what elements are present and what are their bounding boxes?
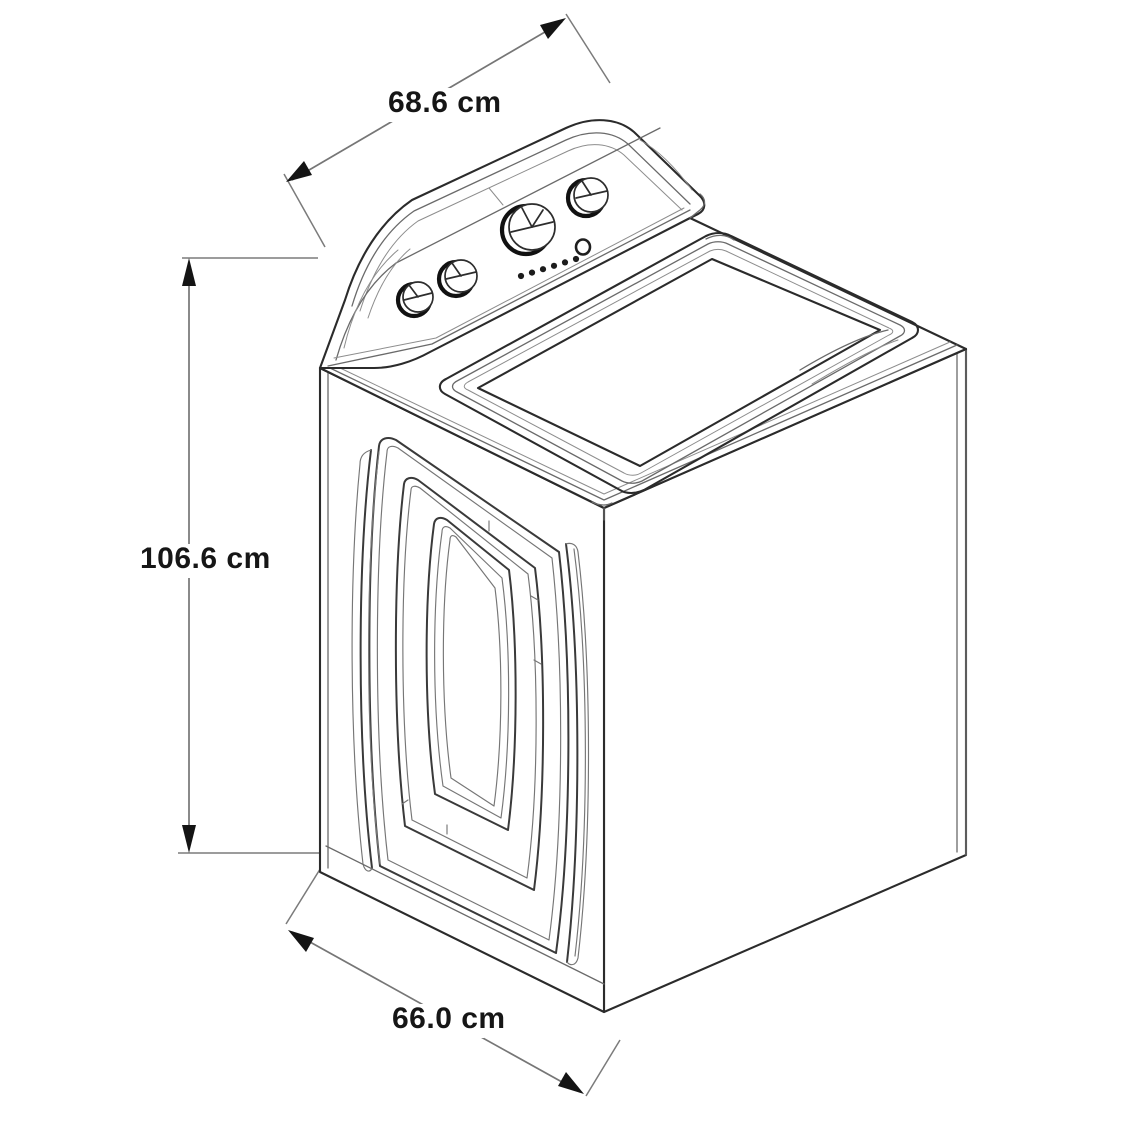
front-emboss-mid-inner — [402, 485, 537, 879]
depth-arrow-left — [288, 930, 314, 952]
emboss-tick-4 — [401, 799, 409, 805]
console-seam-line — [488, 187, 504, 206]
lid-hinge-detail — [705, 234, 735, 241]
front-emboss-outer-inner — [376, 445, 562, 941]
cycle-progress-indicators — [517, 255, 580, 280]
top-panel-corner-round — [591, 501, 613, 506]
cycle-selector-knob[interactable] — [499, 203, 556, 257]
temperature-knob[interactable] — [436, 259, 478, 299]
depth-dimension-label: 66.0 cm — [392, 1002, 506, 1035]
console-lower-band-2 — [333, 207, 685, 359]
console-face-edge — [335, 127, 661, 361]
console-left-round-1 — [343, 249, 399, 349]
console-right-curve — [639, 139, 693, 191]
front-panel-base-line — [325, 845, 605, 985]
height-arrow-bottom — [182, 825, 196, 853]
console-right-end — [689, 193, 706, 219]
front-door-window-inner — [434, 526, 510, 819]
console-lower-band — [327, 209, 691, 367]
depth-extension-line-right — [585, 1039, 621, 1097]
depth-arrow-right — [558, 1072, 584, 1094]
control-knobs — [395, 177, 609, 319]
front-panel-emboss-group — [351, 437, 590, 966]
front-rib-right — [565, 543, 579, 963]
front-rib-right-cap — [565, 542, 590, 966]
lid-surface — [476, 257, 882, 468]
front-rib-left — [359, 449, 373, 869]
dimension-height: 106.6 cm — [134, 257, 320, 854]
dimension-depth: 66.0 cm — [285, 865, 621, 1097]
width-label-backing — [378, 88, 476, 122]
top-panel-front-bevel — [329, 344, 958, 501]
emboss-tick-2 — [530, 595, 539, 601]
console-contour-1 — [351, 132, 691, 307]
top-panel-front-bevel-2 — [337, 341, 951, 495]
lid-inner-frame — [451, 241, 906, 484]
width-arrow-right — [540, 18, 566, 39]
lid-inner-frame-2 — [463, 249, 894, 476]
front-emboss-mid — [394, 476, 545, 891]
front-door-window-inner-2 — [442, 535, 502, 807]
width-dimension-label: 68.6 cm — [388, 86, 502, 119]
emboss-tick-3 — [533, 659, 542, 665]
front-door-window-outer — [425, 516, 517, 831]
depth-extension-line-left — [285, 865, 323, 925]
wash-option-knob[interactable] — [565, 177, 609, 219]
lid-highlight-right — [799, 329, 889, 371]
width-extension-line-right — [565, 13, 611, 84]
height-dimension-label: 106.6 cm — [140, 542, 271, 575]
depth-label-backing — [384, 1004, 484, 1038]
console-left-round-2 — [367, 248, 411, 319]
height-label-backing — [134, 544, 252, 578]
front-rib-right-inner — [573, 548, 586, 957]
lid-outer-frame — [438, 231, 920, 495]
dimension-width: 68.6 cm — [283, 13, 611, 248]
status-indicator-light — [574, 238, 592, 256]
front-emboss-outer — [368, 437, 570, 954]
front-rib-left-inner — [368, 451, 381, 865]
lid-highlight-right-2 — [811, 339, 899, 385]
width-extension-line-left — [283, 173, 326, 248]
height-arrow-top — [182, 258, 196, 286]
water-level-knob[interactable] — [395, 281, 434, 319]
front-rib-left-cap — [351, 449, 373, 872]
width-arrow-left — [286, 161, 312, 182]
washing-machine — [318, 119, 968, 1014]
